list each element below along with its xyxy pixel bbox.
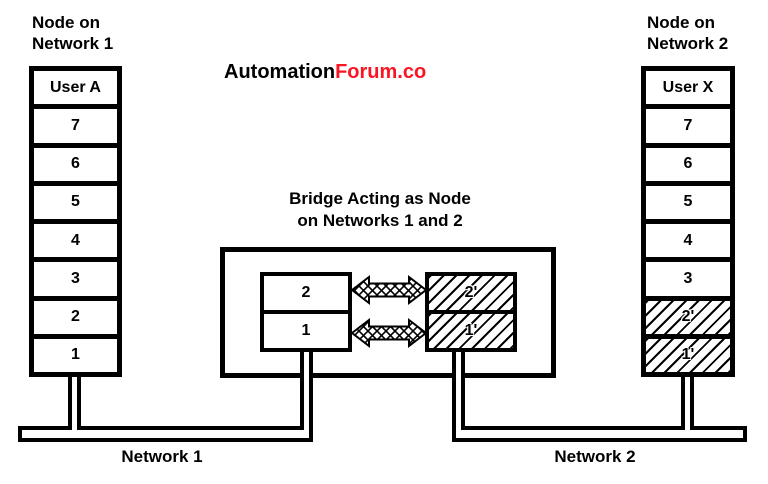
layer-label: 3 [71,269,80,287]
layer-label: 2' [464,284,478,301]
layer-label: 3 [683,269,693,287]
layer-row: 3 [34,257,117,296]
brand-title: AutomationForum.co [224,61,426,84]
bridge-right-stack: 2' 1' [425,272,517,352]
bridge-title: Bridge Acting as Node on Networks 1 and … [289,189,471,230]
layer-label: 7 [683,116,693,134]
right-node-connector [681,377,694,430]
layer-row: 1 [34,333,117,372]
layer-row: 1 [264,310,348,348]
network1-label: Network 1 [121,447,203,466]
layer-row: 7 [34,104,117,143]
network1-bus [18,426,313,442]
layer-row: 5 [646,180,730,219]
bridge-transfer-arrows-icon [350,274,428,349]
layer-label: 5 [71,193,80,211]
layer-row: 2' [429,276,513,310]
layer-row: 3 [646,257,730,296]
brand-red-text: Forum.co [335,61,427,83]
layer-row: 1' [429,310,513,348]
layer-label: User A [50,78,101,96]
layer-label: 2 [71,308,80,326]
layer-row: User A [34,71,117,105]
layer-label: 1 [71,346,80,364]
layer-label: 2' [681,308,695,326]
network2-bus [452,426,747,442]
layer-label: 6 [71,155,80,173]
layer-label: 1 [301,322,311,339]
layer-row: User X [646,71,730,105]
layer-label: 6 [683,155,693,173]
layer-label: User X [662,78,714,96]
right-node-title: Node on Network 2 [647,13,729,53]
layer-label: 2 [301,284,311,301]
layer-row: 5 [34,180,117,219]
bridge-right-connector [452,352,465,430]
layer-row: 4 [34,219,117,258]
layer-label: 1' [681,346,695,364]
layer-label: 5 [683,193,693,211]
layer-row: 2' [646,295,730,334]
layer-row: 4 [646,219,730,258]
bridge-left-connector [300,352,313,430]
layer-label: 4 [71,231,80,249]
layer-row: 6 [646,142,730,181]
brand-black-text: Automation [224,61,336,83]
layer-label: 7 [71,116,80,134]
left-node-connector [68,377,81,430]
left-node-stack: User A 7 6 5 4 3 2 1 [29,66,122,377]
left-node-title: Node on Network 1 [32,13,114,53]
layer-row: 2 [264,276,348,310]
network2-label: Network 2 [554,447,636,466]
layer-label: 1' [464,322,478,339]
double-arrow-layer1-icon [350,317,428,349]
layer-row: 2 [34,295,117,334]
layer-row: 7 [646,104,730,143]
layer-label: 4 [683,231,693,249]
layer-row: 6 [34,142,117,181]
right-node-stack: User X 7 6 5 4 3 2' 1' [641,66,735,377]
double-arrow-layer2-icon [350,274,428,306]
layer-row: 1' [646,333,730,372]
